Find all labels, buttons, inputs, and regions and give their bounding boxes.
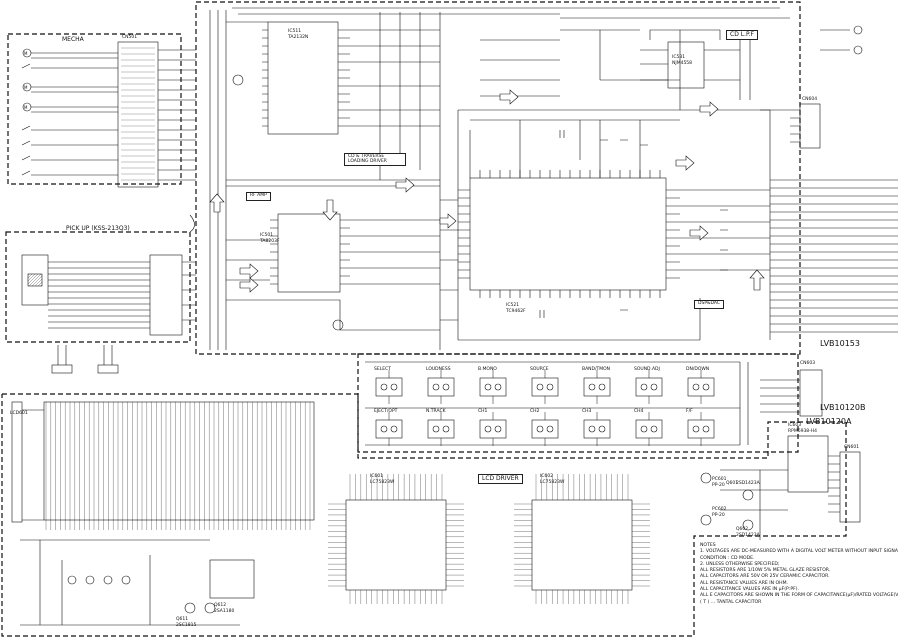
board-label-panel: LVB10120B xyxy=(820,403,866,412)
pc601-ref: PC601 xyxy=(712,477,727,482)
section-mecha: MECHA xyxy=(62,36,84,43)
ic531-part: NJM4558 xyxy=(672,61,693,66)
ic602-pin-lines xyxy=(514,474,650,604)
notes-line: ( T ) ... TANTAL CAPACITOR xyxy=(700,599,762,605)
mecha-section: M M M xyxy=(21,41,196,188)
q601-ref: Q601 xyxy=(726,481,739,486)
ic521-part: TC9462F xyxy=(506,309,526,314)
switch-label: CH3 xyxy=(582,409,592,414)
q601-part: 2SD1423A xyxy=(736,481,760,486)
q602-ref: Q602 xyxy=(736,527,749,532)
ic531-ref: IC531 xyxy=(672,55,686,60)
switch-row-bottom xyxy=(375,412,715,446)
panel-switch xyxy=(375,419,403,439)
ic601-ref: IC601 xyxy=(370,474,384,479)
main-board xyxy=(209,7,898,350)
ic601-part: LC75823W xyxy=(370,480,395,485)
notes-line: ALL CAPACITANCE VALUES ARE IN μF(P:PF). xyxy=(700,587,800,593)
switch-label: N.TRACK xyxy=(426,409,446,414)
board-label-display: LVB10120A xyxy=(806,417,852,426)
switch-label: CH2 xyxy=(530,409,540,414)
pc601-part: PP-20 xyxy=(712,483,725,488)
panel-switch xyxy=(635,377,663,397)
notes-line: 1. VOLTAGES ARE DC-MEASURED WITH A DIGIT… xyxy=(700,549,898,555)
notes-line: CONDITION : CD MODE. xyxy=(700,555,755,561)
panel-switch xyxy=(531,419,559,439)
section-driver: CD & TRAVERSE LOADING DRIVER xyxy=(344,153,406,166)
pc602-part: PP-20 xyxy=(712,513,725,518)
panel-switch xyxy=(687,377,715,397)
ic521-ref: IC521 xyxy=(506,303,520,308)
cn501-label: CN501 xyxy=(122,35,138,40)
section-rf-amp: RF AMP xyxy=(246,192,271,201)
switch-label: CH1 xyxy=(478,409,488,414)
cn601-label: CN601 xyxy=(844,445,860,450)
board-outlines xyxy=(1,1,847,637)
ic501-part: TA8203F xyxy=(260,239,280,244)
section-dsp: DSP&DAC xyxy=(694,300,725,309)
panel-switch xyxy=(583,419,611,439)
panel-switch xyxy=(479,377,507,397)
display-board xyxy=(11,401,861,626)
switch-label: BAND/TMON xyxy=(582,367,611,372)
cn604-label: CN604 xyxy=(802,97,818,102)
panel-switch xyxy=(427,419,455,439)
section-lcd-driver: LCD DRIVER xyxy=(478,474,523,484)
notes-line: 2. UNLESS OTHERWISE SPECIFIED; xyxy=(700,561,780,567)
svg-text:M: M xyxy=(24,85,28,90)
switch-label: SOUND.ADJ xyxy=(634,367,660,372)
notes-line: ALL CAPACITORS ARE 50V OR 25V CERAMIC CA… xyxy=(700,574,830,580)
panel-switch xyxy=(479,419,507,439)
svg-text:M: M xyxy=(24,105,28,110)
ic603-part: RPM6938-H4 xyxy=(788,429,818,434)
cn603-label: CN603 xyxy=(800,361,816,366)
panel-switch xyxy=(583,377,611,397)
q602-part: 2SD1423A xyxy=(736,533,760,538)
notes-line: ALL E CAPACITORS ARE SHOWN IN THE FORM O… xyxy=(700,593,898,599)
svg-text:M: M xyxy=(24,51,28,56)
section-lpf: CD L.P.F xyxy=(726,30,759,40)
board-label-main: LVB10153 xyxy=(820,339,860,348)
ic511-part: TA2132N xyxy=(288,35,309,40)
panel-switch xyxy=(427,377,455,397)
pickup-section xyxy=(21,214,196,374)
panel-switch xyxy=(687,419,715,439)
lcd601-label: LCD601 xyxy=(10,411,28,416)
switch-row-top xyxy=(375,370,715,404)
switch-label: EJECT/OPT xyxy=(374,409,398,414)
ic602-part: LC75823W xyxy=(540,480,565,485)
ic511-ref: IC511 xyxy=(288,29,302,34)
q611-part: 2SC1815 xyxy=(176,623,197,628)
notes-title: NOTES xyxy=(700,543,716,548)
panel-switch xyxy=(375,377,403,397)
panel-switch xyxy=(531,377,559,397)
section-pickup: PICK UP (KSS-213Q3) xyxy=(66,225,130,232)
ic501-ref: IC501 xyxy=(260,233,274,238)
switch-label: B.MONO xyxy=(478,367,497,372)
q612-ref: Q612 xyxy=(214,603,227,608)
notes-block: NOTES 1. VOLTAGES ARE DC-MEASURED WITH A… xyxy=(700,543,898,606)
switch-label: SOURCE xyxy=(530,367,549,372)
switch-label: CH4 xyxy=(634,409,644,414)
switch-label: DN/DOWN xyxy=(686,367,710,372)
ic603-ref: IC603 xyxy=(788,423,802,428)
ic601-pin-lines xyxy=(328,474,464,604)
notes-line: ALL RESISTANCE VALUES ARE IN OHM. xyxy=(700,580,789,586)
notes-line: ALL RESISTORS ARE 1/10W 5% METAL GLAZE R… xyxy=(700,568,831,574)
ic602-ref: IC602 xyxy=(540,474,554,479)
pc602-ref: PC602 xyxy=(712,507,727,512)
switch-label: LOUDNESS xyxy=(426,367,451,372)
switch-label: F/F xyxy=(686,409,693,414)
panel-board xyxy=(365,361,823,446)
q612-part: 2SA1180 xyxy=(214,609,235,614)
q611-ref: Q611 xyxy=(176,617,189,622)
lcd-pin-lines xyxy=(45,402,311,530)
switch-label: SELECT xyxy=(374,367,391,372)
panel-switch xyxy=(635,419,663,439)
